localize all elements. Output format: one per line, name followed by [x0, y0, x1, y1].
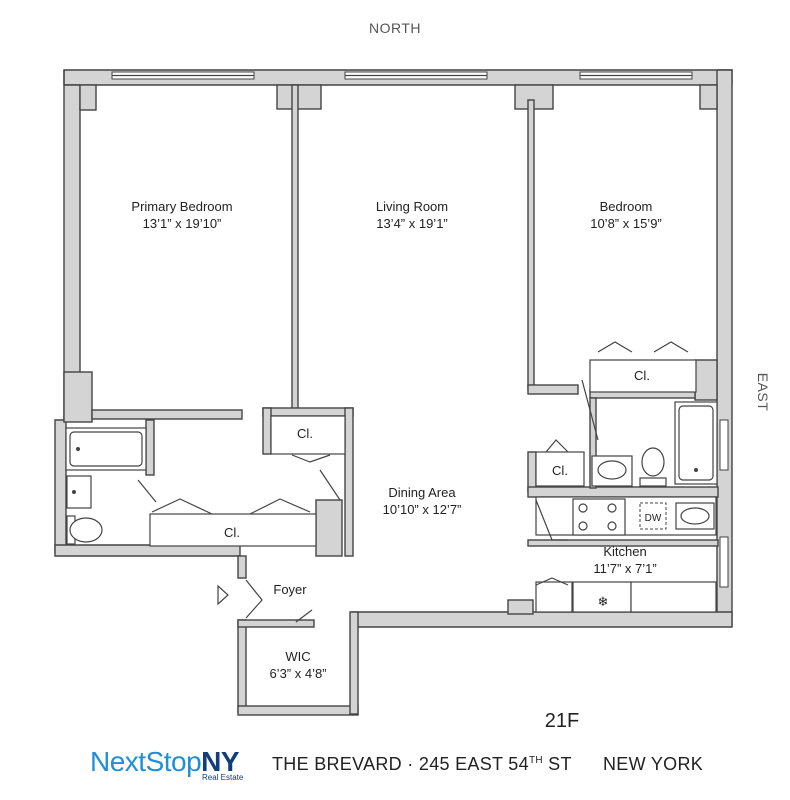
room-labels: Primary Bedroom 13’1” x 19’10” Living Ro… [131, 199, 661, 732]
east-label: EAST [755, 373, 771, 412]
primary-closet [137, 469, 341, 547]
closet-label-bath: Cl. [552, 463, 568, 478]
brand-part1: NextStop [90, 746, 202, 777]
primary-bath [65, 427, 147, 545]
brand-subtitle: Real Estate [202, 773, 244, 782]
foyer-name: Foyer [273, 582, 307, 597]
dining-area-size: 10’10” x 12’7” [383, 502, 462, 517]
north-windows [111, 71, 693, 80]
wic-name: WIC [285, 649, 310, 664]
piers [63, 84, 718, 557]
kitchen-fixtures [535, 496, 717, 613]
living-room-size: 13’4” x 19’1” [376, 216, 448, 231]
primary-bedroom-name: Primary Bedroom [131, 199, 232, 214]
bedroom-name: Bedroom [600, 199, 653, 214]
bedroom-size: 10’8” x 15’9” [590, 216, 662, 231]
bedroom-closet [589, 341, 697, 393]
city-label: NEW YORK [603, 754, 704, 774]
brand-logo: NextStopNY [90, 746, 240, 778]
unit-number: 21F [545, 710, 579, 732]
address-building: THE BREVARD · 245 EAST 54 [272, 754, 529, 774]
closet-label-hall: Cl. [297, 426, 313, 441]
entry-door [217, 579, 313, 623]
second-bath [535, 379, 718, 487]
dishwasher-label: DW [645, 513, 662, 524]
fridge-icon: ❄ [598, 594, 609, 609]
brand-part2: NY [201, 746, 240, 777]
closet-label-primary: Cl. [224, 525, 240, 540]
wic-size: 6’3” x 4’8” [269, 666, 326, 681]
east-windows [719, 419, 729, 588]
hall-closet [270, 415, 346, 463]
closet-label-bedroom: Cl. [634, 368, 650, 383]
living-room-name: Living Room [376, 199, 448, 214]
interior-walls [91, 84, 719, 716]
primary-bedroom-size: 13’1” x 19’10” [143, 216, 222, 231]
dining-area-name: Dining Area [388, 485, 456, 500]
kitchen-name: Kitchen [603, 544, 646, 559]
address-street: ST [542, 754, 572, 774]
kitchen-size: 11’7” x 7’1” [593, 561, 656, 576]
building-address: THE BREVARD · 245 EAST 54TH ST [272, 754, 572, 775]
north-label: NORTH [369, 20, 421, 36]
footer: NextStopNY Real Estate THE BREVARD · 245… [0, 740, 790, 790]
address-suffix: TH [528, 755, 543, 766]
